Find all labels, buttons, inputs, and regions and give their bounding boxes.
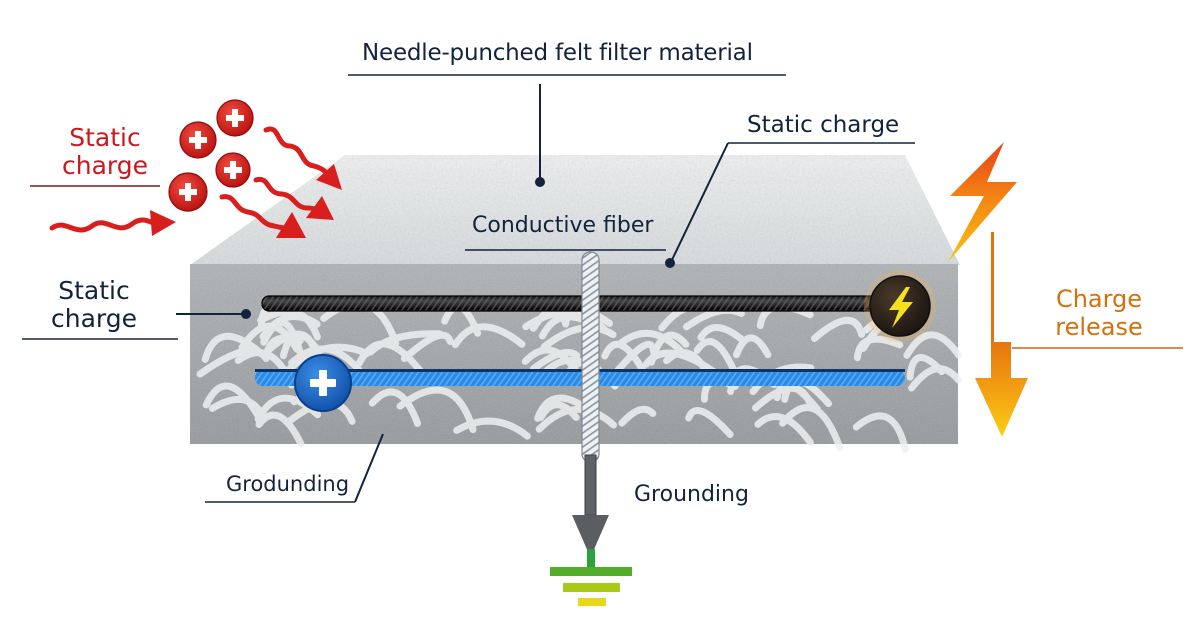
label-static-charge-incoming: Static charge: [50, 124, 160, 180]
fiber-strand: [903, 331, 963, 359]
ground-wire: [572, 454, 609, 567]
leader-dot: [665, 258, 675, 268]
lightning-bolt-icon: [948, 142, 1017, 262]
arrow-head: [276, 212, 306, 238]
tangled-fibers: [196, 300, 963, 453]
positive-charge-icon: [215, 152, 251, 188]
fiber-strand: [618, 405, 657, 427]
charge-release-arrow: [975, 232, 1028, 437]
fiber-strand: [368, 388, 422, 427]
fiber-strand: [810, 316, 866, 343]
fiber-strand: [279, 330, 322, 360]
fiber-strand: [288, 345, 367, 379]
label-grounding: Grounding: [634, 482, 749, 507]
fiber-strand: [732, 334, 772, 359]
fiber-strand: [453, 417, 531, 440]
arrow-head: [150, 210, 176, 236]
wavy-arrow: [263, 126, 333, 179]
positive-charge-icon: [216, 99, 254, 137]
discharge-lightning-icon: [864, 270, 936, 342]
ground-symbol-icon: [550, 567, 632, 606]
fiber-strand: [693, 338, 740, 379]
fiber-strand: [908, 365, 962, 392]
incoming-static-charges: [168, 99, 254, 212]
vertical-conductive-fiber: [581, 251, 600, 463]
blue-conductive-fiber: [255, 369, 905, 386]
leader-dot: [535, 177, 545, 187]
positive-charge-icon: [179, 121, 217, 159]
fiber-strand: [196, 345, 257, 378]
label-line: Static: [58, 276, 130, 305]
diagram-title: Needle-punched felt filter material: [362, 40, 753, 66]
fiber-strand: [617, 329, 685, 355]
fiber-strand: [535, 405, 618, 433]
fiber-strand: [754, 413, 814, 447]
label-static-charge-left: Static charge: [34, 277, 154, 333]
fiber-strand: [396, 386, 477, 434]
positive-charge-icon: [294, 354, 352, 412]
label-static-charge-top: Static charge: [747, 112, 900, 138]
label-conductive-fiber: Conductive fiber: [472, 213, 654, 238]
fiber-strand: [366, 330, 444, 356]
fiber-strand: [400, 331, 454, 363]
fiber-strand: [697, 323, 745, 343]
fiber-strand: [451, 323, 526, 349]
fiber-strand: [537, 401, 580, 422]
fiber-strand: [208, 395, 268, 422]
static-charge-arrows: [49, 126, 342, 238]
label-line: charge: [62, 151, 148, 180]
positive-charge-icon: [168, 172, 208, 212]
fiber-strand: [540, 324, 617, 351]
label-grodunding: Grodunding: [226, 472, 350, 496]
label-line: release: [1055, 312, 1143, 341]
leader-dot: [241, 309, 251, 319]
fiber-strand: [852, 412, 909, 453]
fiber-strand: [685, 407, 734, 439]
label-line: charge: [51, 304, 137, 333]
fiber-strand: [262, 334, 304, 363]
fiber-strand: [853, 335, 904, 362]
arrow-head: [306, 196, 334, 220]
arrow-head: [316, 164, 342, 190]
wavy-arrow: [49, 217, 159, 233]
leader-lines: [22, 74, 915, 503]
label-line: Charge: [1055, 285, 1143, 313]
label-line: Static: [69, 123, 141, 152]
label-charge-release: Charge release: [1040, 285, 1158, 341]
felt-top-surface: [190, 155, 960, 265]
